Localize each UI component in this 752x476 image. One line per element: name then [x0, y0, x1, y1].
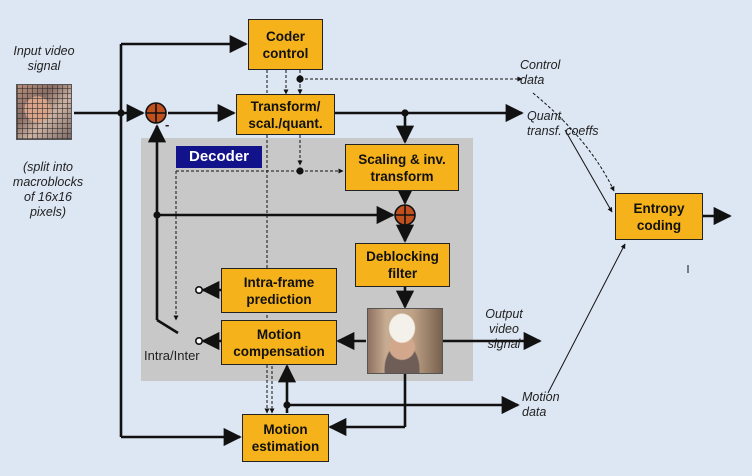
quant-coeffs-label: Quant. transf. coeffs: [527, 109, 599, 138]
decoder-title: Decoder: [176, 146, 262, 168]
control-data-label: Control data: [520, 58, 561, 87]
output-signal-label: Output video signal: [485, 307, 523, 351]
transform-block: Transform/ scal./quant.: [236, 94, 335, 135]
motion-estimation-block: Motion estimation: [242, 414, 329, 462]
output-video-thumbnail: [367, 308, 443, 374]
intra-inter-label: Intra/Inter: [144, 348, 200, 363]
coder-control-block: Coder control: [248, 19, 323, 70]
scaling-inverse-transform-block: Scaling & inv. transform: [345, 144, 459, 191]
input-signal-label: Input video signal: [13, 44, 75, 73]
entropy-coding-block: Entropy coding: [615, 193, 703, 240]
motion-compensation-block: Motion compensation: [221, 320, 337, 365]
split-macroblocks-note: (split into macroblocks of 16x16 pixels): [12, 160, 84, 219]
deblocking-filter-block: Deblocking filter: [355, 243, 450, 287]
motion-data-label: Motion data: [522, 390, 560, 419]
minus-sign: -: [165, 117, 170, 132]
intra-frame-prediction-block: Intra-frame prediction: [221, 268, 337, 313]
input-video-thumbnail: [16, 84, 72, 140]
